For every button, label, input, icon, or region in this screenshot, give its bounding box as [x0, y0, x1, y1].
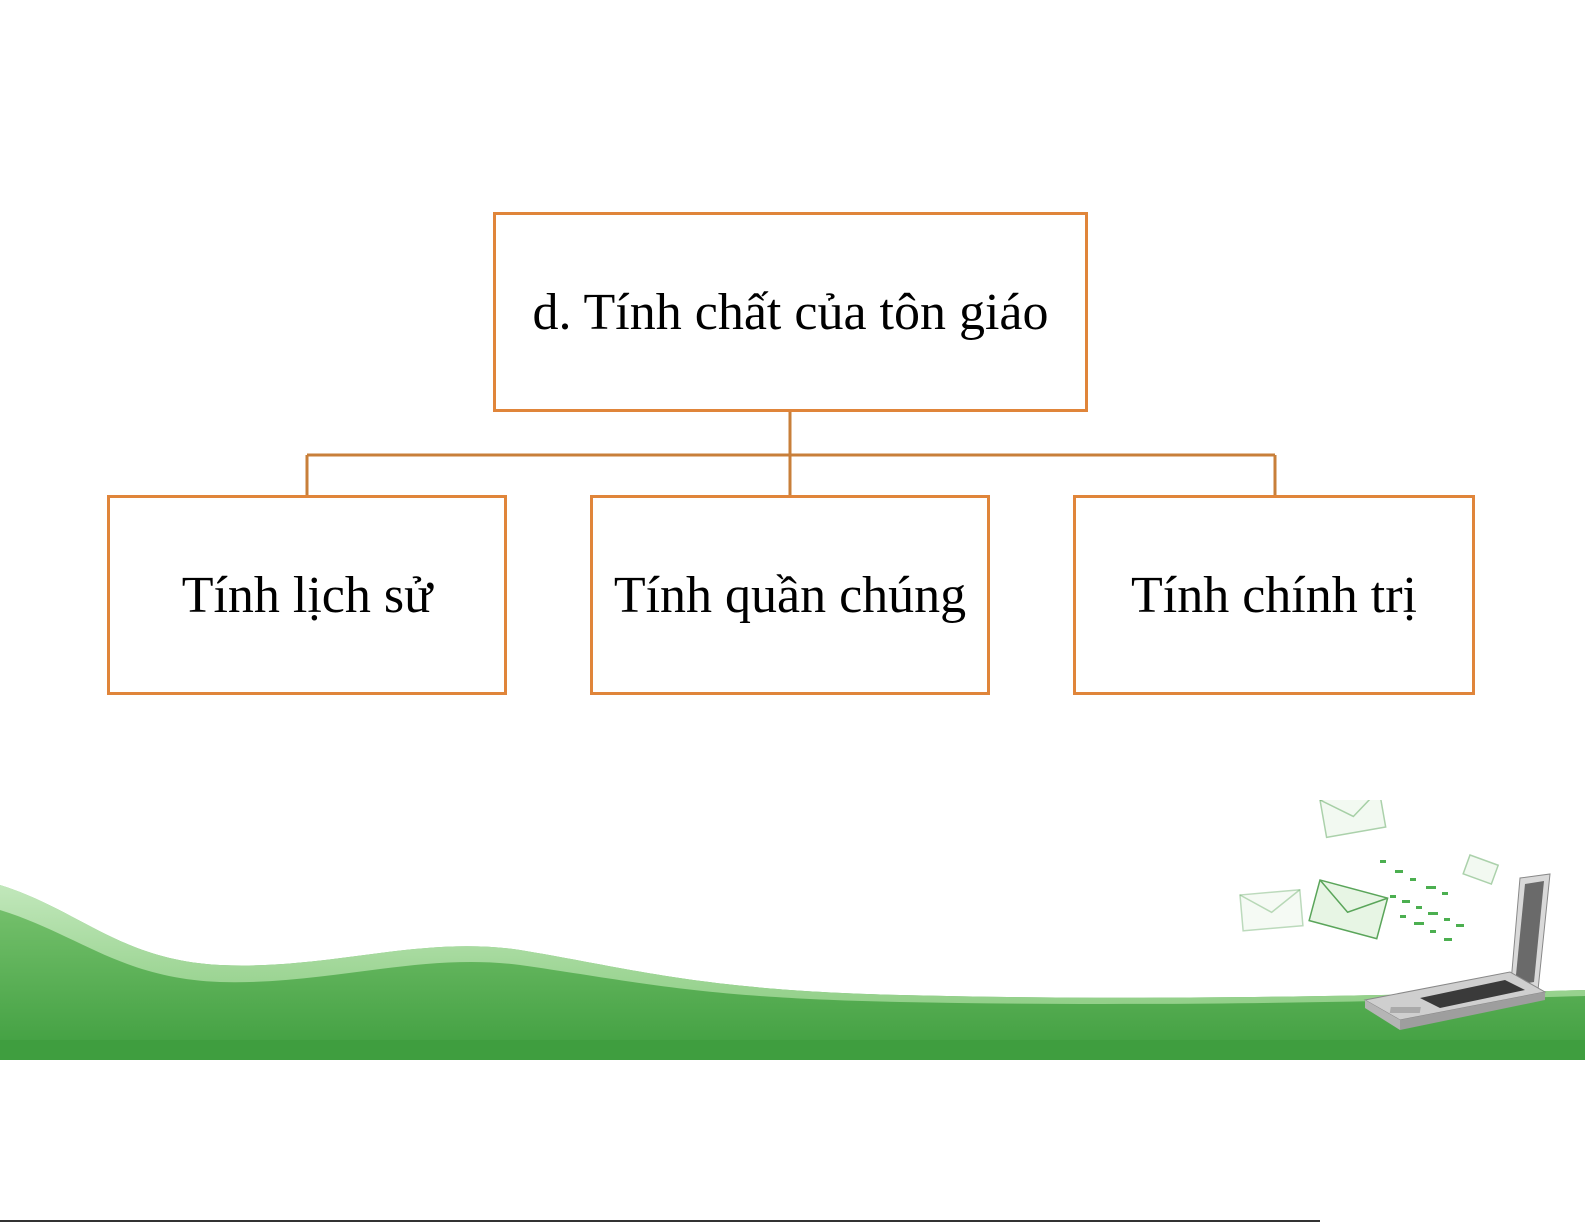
- diagram-child-label-3: Tính chính trị: [1131, 566, 1417, 625]
- diagram-child-label-2: Tính quần chúng: [614, 566, 966, 625]
- diagram-root-node: d. Tính chất của tôn giáo: [493, 212, 1088, 412]
- footer-line: [0, 1220, 1320, 1222]
- diagram-child-label-1: Tính lịch sử: [182, 566, 433, 625]
- diagram-child-node-1: Tính lịch sử: [107, 495, 507, 695]
- laptop-icon: [1360, 870, 1585, 1035]
- diagram-child-node-3: Tính chính trị: [1073, 495, 1475, 695]
- diagram-child-node-2: Tính quần chúng: [590, 495, 990, 695]
- diagram-root-label: d. Tính chất của tôn giáo: [532, 283, 1048, 342]
